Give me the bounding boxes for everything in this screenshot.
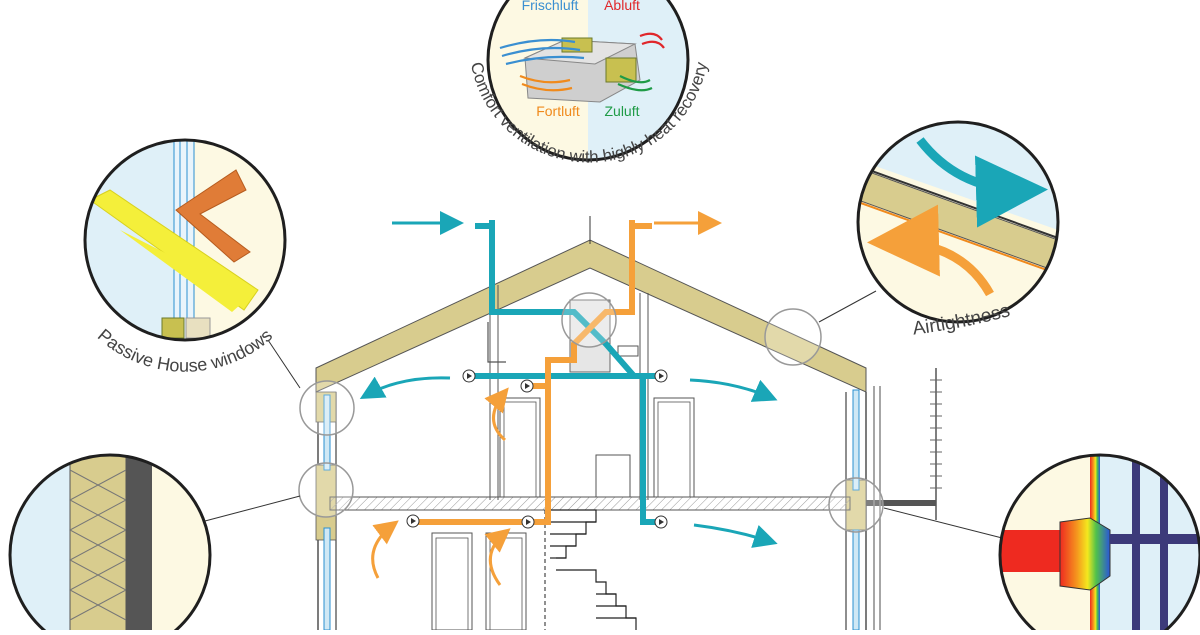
- wall-insulation-lens: [8, 453, 212, 635]
- label-abluft: Abluft: [604, 0, 640, 13]
- staircase: [550, 509, 637, 630]
- house-section: [315, 216, 942, 631]
- label-fortluft: Fortluft: [536, 103, 580, 119]
- heat-recovery-lens: Frischluft Abluft Fortluft Zuluft Comfor…: [467, 0, 711, 167]
- label-zuluft: Zuluft: [604, 103, 639, 119]
- detail-markers: [298, 292, 884, 533]
- label-frischluft: Frischluft: [522, 0, 579, 13]
- floor-slab: [329, 496, 851, 511]
- airtightness-lens: Airtightness: [856, 120, 1060, 340]
- air-flow-arrows: [359, 211, 778, 586]
- passive-windows-lens: Passive House windows: [83, 138, 287, 376]
- thermal-bridge-lens: [998, 453, 1200, 635]
